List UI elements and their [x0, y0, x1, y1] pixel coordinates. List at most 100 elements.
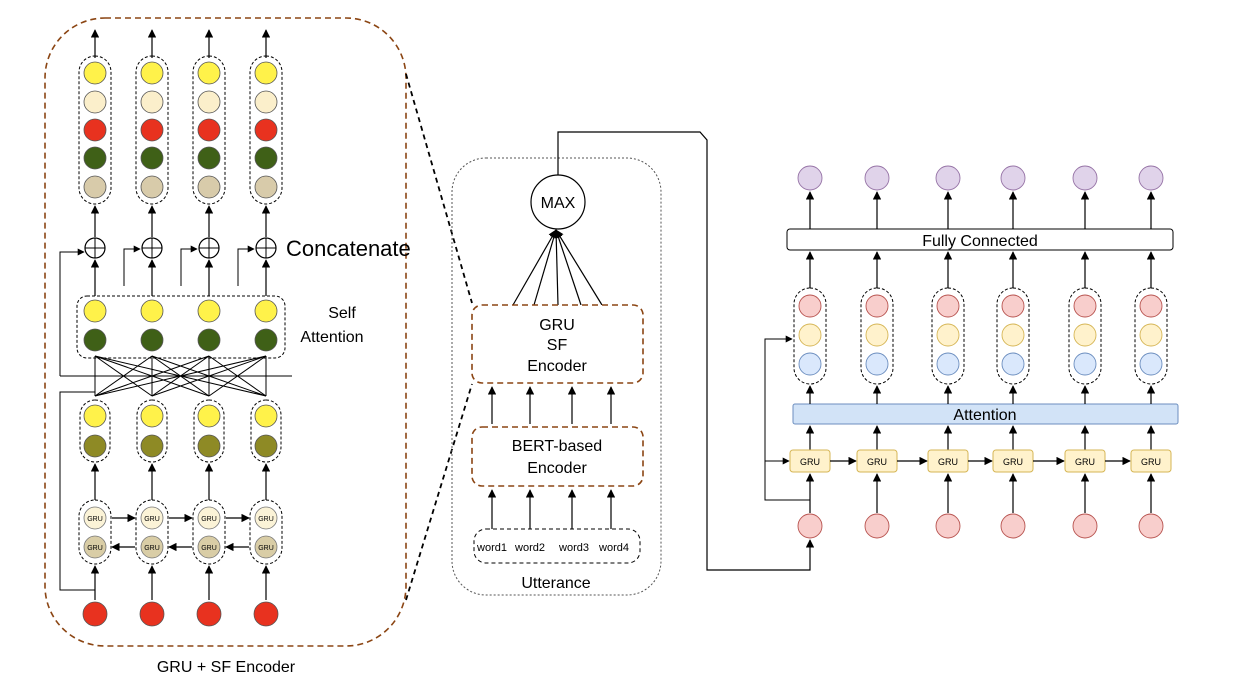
residual-path-lower	[59, 391, 95, 591]
attention-state-green	[197, 328, 221, 352]
output-label-node	[935, 165, 961, 191]
max-to-input-connector	[557, 131, 815, 571]
hidden-state-pink	[798, 294, 822, 318]
input-embedding-node	[1138, 513, 1164, 539]
input-embedding-node	[864, 513, 890, 539]
skip-connection	[123, 245, 141, 286]
attention-state-green	[254, 328, 278, 352]
bert-encoder-line1: BERT-based	[512, 438, 602, 455]
concat-state-node	[140, 61, 164, 85]
gru-backward-label: GRU	[201, 545, 217, 552]
gru-output-yellow	[83, 404, 107, 428]
output-label-node	[864, 165, 890, 191]
input-embedding-node	[1072, 513, 1098, 539]
hidden-state-box	[996, 287, 1030, 385]
hidden-state-blue	[1001, 352, 1025, 376]
hidden-state-box	[1068, 287, 1102, 385]
concat-state-node	[254, 118, 278, 142]
gru-sf-encoder-box	[471, 304, 644, 384]
self-attention-box	[76, 295, 286, 359]
gru-cell-label: GRU	[1075, 457, 1095, 467]
gru-sf-encoder-line1: GRU	[539, 317, 575, 334]
bigru-box	[249, 499, 283, 565]
gru-sf-encoder-caption: GRU + SF Encoder	[157, 659, 296, 676]
output-label-node	[797, 165, 823, 191]
concat-state-node	[254, 146, 278, 170]
input-token-node	[139, 601, 165, 627]
gru-output-olive	[197, 434, 221, 458]
concat-state-node	[83, 175, 107, 199]
concat-state-node	[254, 175, 278, 199]
input-embedding-node	[1000, 513, 1026, 539]
zoom-line-bottom	[405, 383, 473, 601]
gru-output-olive	[83, 434, 107, 458]
bert-encoder-line2: Encoder	[527, 460, 587, 477]
gru-output-yellow	[254, 404, 278, 428]
concat-state-node	[254, 61, 278, 85]
hidden-state-pink	[936, 294, 960, 318]
hidden-state-box	[1134, 287, 1168, 385]
attention-layer	[792, 403, 1179, 425]
utterance-panel: MAX GRU SF Encoder BERT-based Encoder wo…	[451, 157, 662, 596]
to-max-arrow	[554, 229, 582, 306]
hidden-state-yellow	[936, 323, 960, 347]
self-attention-label-line2: Attention	[300, 329, 363, 346]
concat-state-node	[254, 90, 278, 114]
concat-state-node	[197, 175, 221, 199]
self-attention-label-line1: Self	[328, 305, 356, 322]
output-label-node	[1000, 165, 1026, 191]
concat-vector-box	[192, 55, 226, 205]
input-token-node	[82, 601, 108, 627]
concat-state-node	[197, 146, 221, 170]
output-label-node	[1072, 165, 1098, 191]
gru-forward-label: GRU	[144, 516, 160, 523]
hidden-state-blue	[798, 352, 822, 376]
to-max-arrow	[552, 229, 561, 306]
attention-label: Attention	[953, 407, 1016, 424]
concat-state-node	[197, 90, 221, 114]
output-label-node	[1138, 165, 1164, 191]
gru-backward-cell	[197, 535, 221, 559]
hidden-state-blue	[1139, 352, 1163, 376]
hidden-state-box	[931, 287, 965, 385]
utterance-caption: Utterance	[521, 575, 590, 592]
gru-backward-label: GRU	[258, 545, 274, 552]
to-max-arrow	[555, 229, 603, 306]
word-token-label: word2	[514, 542, 545, 554]
gru-output-box	[193, 399, 225, 463]
hidden-state-pink	[1001, 294, 1025, 318]
fully-connected-layer	[786, 228, 1174, 251]
gru-forward-label: GRU	[258, 516, 274, 523]
input-embedding-node	[797, 513, 823, 539]
gru-sf-encoder-line2: SF	[547, 337, 568, 354]
attention-state-yellow	[140, 299, 164, 323]
hidden-state-yellow	[1073, 323, 1097, 347]
attention-state-yellow	[197, 299, 221, 323]
bert-encoder-box	[471, 426, 644, 487]
concat-state-node	[140, 175, 164, 199]
concat-state-node	[83, 90, 107, 114]
word-token-label: word3	[558, 542, 589, 554]
concat-state-node	[140, 146, 164, 170]
input-skip-to-state	[764, 335, 811, 513]
gru-output-box	[250, 399, 282, 463]
gru-output-olive	[254, 434, 278, 458]
word-token-label: word1	[476, 542, 507, 554]
hidden-state-pink	[1073, 294, 1097, 318]
gru-output-box	[136, 399, 168, 463]
gru-output-yellow	[197, 404, 221, 428]
gru-backward-cell	[254, 535, 278, 559]
gru-sf-encoder-line3: Encoder	[527, 358, 587, 375]
gru-cell-label: GRU	[938, 457, 958, 467]
gru-output-box	[79, 399, 111, 463]
gru-forward-label: GRU	[87, 516, 103, 523]
input-embedding-node	[935, 513, 961, 539]
gru-output-olive	[140, 434, 164, 458]
hidden-state-pink	[1139, 294, 1163, 318]
attention-state-green	[83, 328, 107, 352]
gru-forward-cell	[254, 506, 278, 530]
concat-state-node	[140, 90, 164, 114]
concat-vector-box	[249, 55, 283, 205]
